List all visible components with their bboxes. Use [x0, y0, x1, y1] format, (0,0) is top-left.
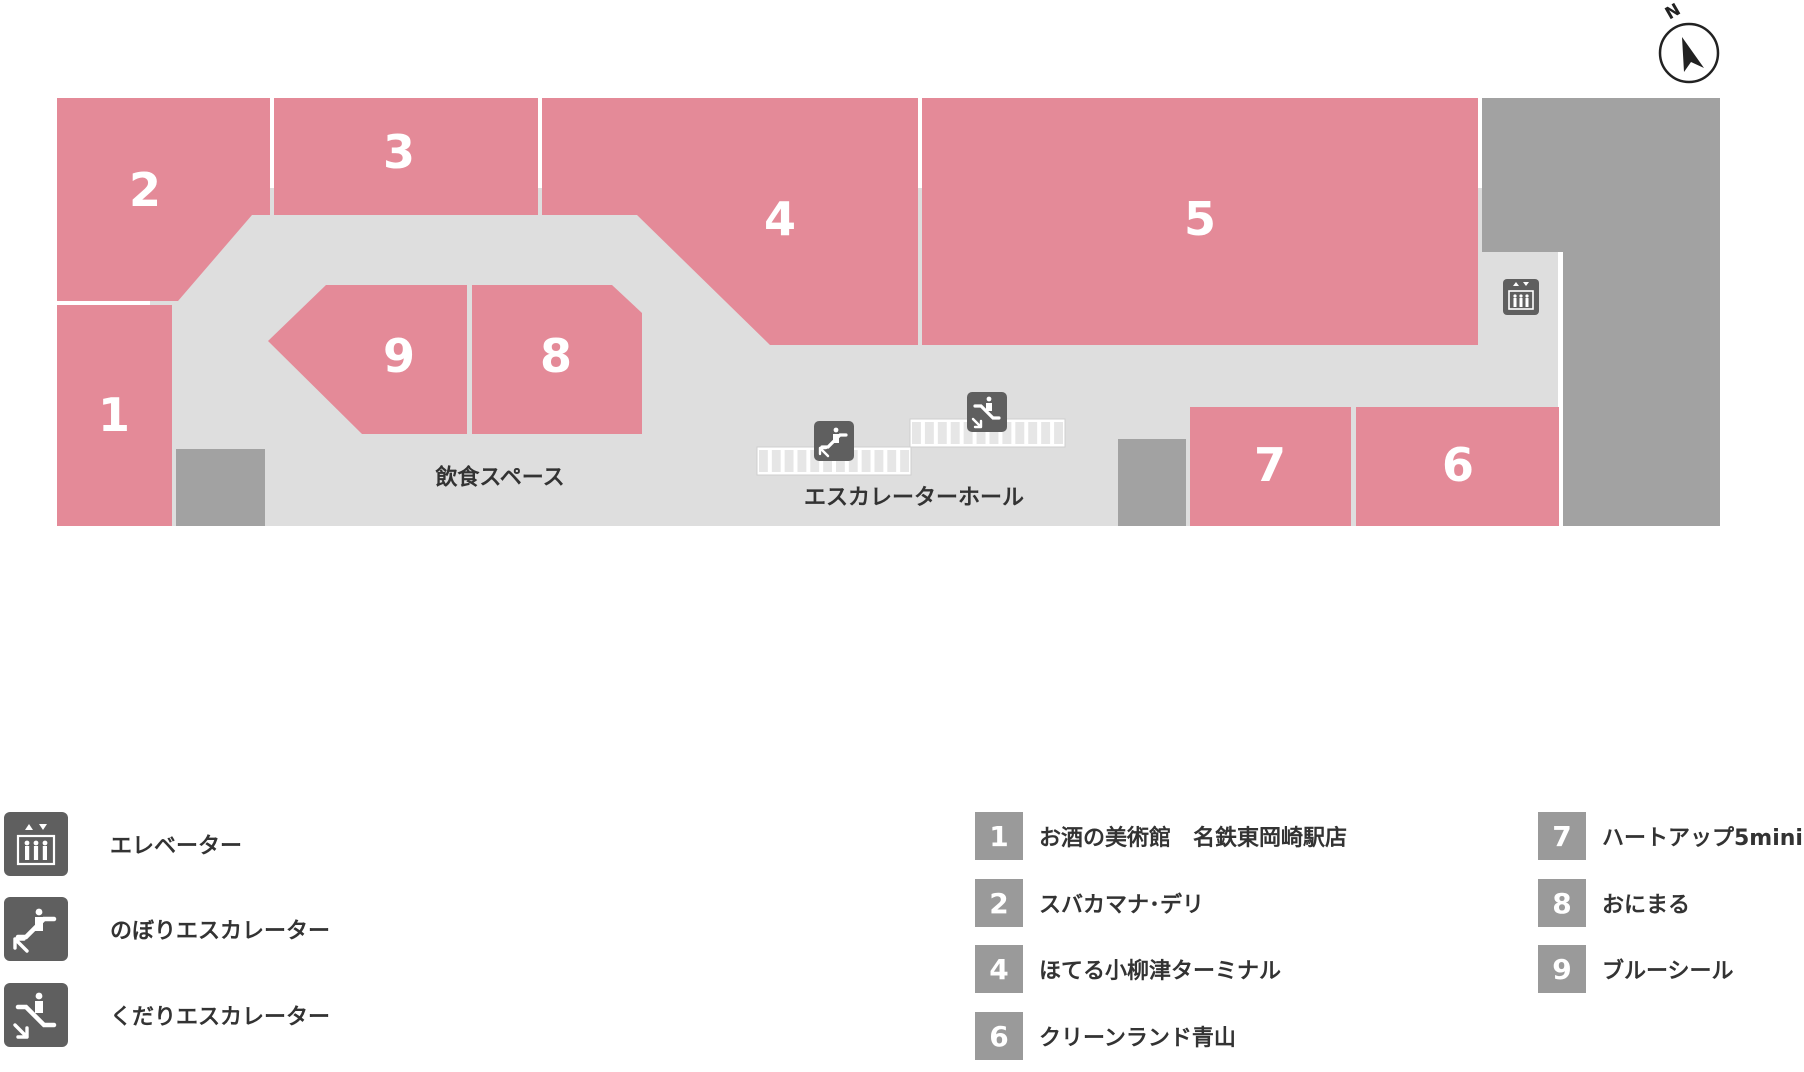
shop-1[interactable] [57, 305, 172, 526]
shop-name: スバカマナ･デリ [1039, 893, 1205, 918]
escalator-step [1054, 422, 1063, 444]
shop-label-7: 7 [1254, 438, 1286, 492]
escalator-step [1015, 422, 1025, 444]
legend-up-escalator: のぼりエスカレーター [4, 897, 330, 961]
legend-down-escalator: くだりエスカレーター [4, 983, 330, 1047]
escalator-step [912, 422, 921, 444]
compass-north-label: N [1662, 0, 1684, 24]
shop-list-item-7[interactable]: 7 ハートアップ5mini [1538, 812, 1803, 860]
escalator-step [1002, 422, 1012, 444]
escalator-step [1041, 422, 1051, 444]
shop-list-item-1[interactable]: 1 お酒の美術館 名鉄東岡崎駅店 [975, 812, 1347, 860]
escalator-hall-label: エスカレーターホール [804, 486, 1024, 511]
escalator-step [797, 450, 807, 472]
shop-number-badge: 4 [975, 945, 1023, 993]
shop-3[interactable] [274, 98, 538, 215]
shop-2[interactable] [57, 98, 270, 301]
shop-name: おにまる [1602, 893, 1691, 918]
shop-label-6: 6 [1442, 438, 1474, 492]
shop-number-badge: 9 [1538, 945, 1586, 993]
shop-label-5: 5 [1184, 192, 1216, 246]
shop-name: ハートアップ5mini [1602, 826, 1803, 851]
escalator-step [1028, 422, 1038, 444]
up-escalator-icon[interactable] [812, 419, 856, 463]
shop-list-item-2[interactable]: 2 スバカマナ･デリ [975, 879, 1204, 927]
down-escalator-icon [4, 983, 68, 1047]
service-area-east [1482, 98, 1720, 526]
shop-number-badge: 8 [1538, 879, 1586, 927]
legend-label: のぼりエスカレーター [110, 919, 331, 944]
shop-number-badge: 1 [975, 812, 1023, 860]
escalator-step [861, 450, 871, 472]
down-escalator-icon[interactable] [965, 390, 1009, 434]
escalator-step [784, 450, 794, 472]
shop-6[interactable] [1356, 407, 1559, 526]
shop-name: ほてる小柳津ターミナル [1039, 959, 1282, 984]
shop-number-badge: 7 [1538, 812, 1586, 860]
shop-list-item-4[interactable]: 4 ほてる小柳津ターミナル [975, 945, 1281, 993]
shop-7[interactable] [1190, 407, 1351, 526]
shop-4[interactable] [542, 98, 918, 345]
shop-label-3: 3 [383, 125, 415, 179]
escalator-step [887, 450, 897, 472]
escalator-step [771, 450, 781, 472]
elevator-icon[interactable] [1502, 278, 1540, 316]
escalator-step [848, 450, 858, 472]
north-arrow-icon [1682, 37, 1704, 72]
legend-label: エレベーター [110, 834, 243, 859]
shop-number-badge: 2 [975, 879, 1023, 927]
escalator-step [810, 450, 820, 472]
service-area-west [176, 449, 265, 526]
floor-map: 1 2 3 4 5 6 7 8 9 飲食スペース エスカレーターホール N [57, 0, 1720, 526]
shop-name: お酒の美術館 名鉄東岡崎駅店 [1039, 826, 1348, 851]
escalator-step [989, 422, 999, 444]
shop-label-8: 8 [540, 329, 572, 383]
escalator-step [963, 422, 973, 444]
shop-8[interactable] [472, 285, 642, 434]
shop-number-badge: 6 [975, 1012, 1023, 1060]
shop-label-9: 9 [383, 329, 415, 383]
escalator-step [950, 422, 960, 444]
escalator-step [937, 422, 947, 444]
shop-label-4: 4 [764, 192, 796, 246]
shop-name: クリーンランド青山 [1039, 1026, 1236, 1051]
escalator-step [874, 450, 884, 472]
shop-name: ブルーシール [1602, 959, 1734, 984]
shop-label-2: 2 [129, 163, 161, 217]
escalator-step [976, 422, 986, 444]
shop-list-item-6[interactable]: 6 クリーンランド青山 [975, 1012, 1236, 1060]
legend-elevator: エレベーター [4, 812, 242, 876]
shop-list-item-8[interactable]: 8 おにまる [1538, 879, 1690, 927]
shop-9[interactable] [268, 285, 467, 434]
elevator-icon [4, 812, 68, 876]
shop-list-item-9[interactable]: 9 ブルーシール [1538, 945, 1734, 993]
service-area-center [1118, 439, 1186, 526]
legend-label: くだりエスカレーター [110, 1005, 331, 1030]
escalator-step [924, 422, 934, 444]
compass: N [1658, 0, 1720, 84]
up-escalator-icon [4, 897, 68, 961]
escalator-step [900, 450, 909, 472]
dining-space-label: 飲食スペース [434, 465, 564, 491]
shop-5[interactable] [922, 98, 1478, 345]
shop-label-1: 1 [98, 388, 130, 442]
escalator-step [759, 450, 768, 472]
